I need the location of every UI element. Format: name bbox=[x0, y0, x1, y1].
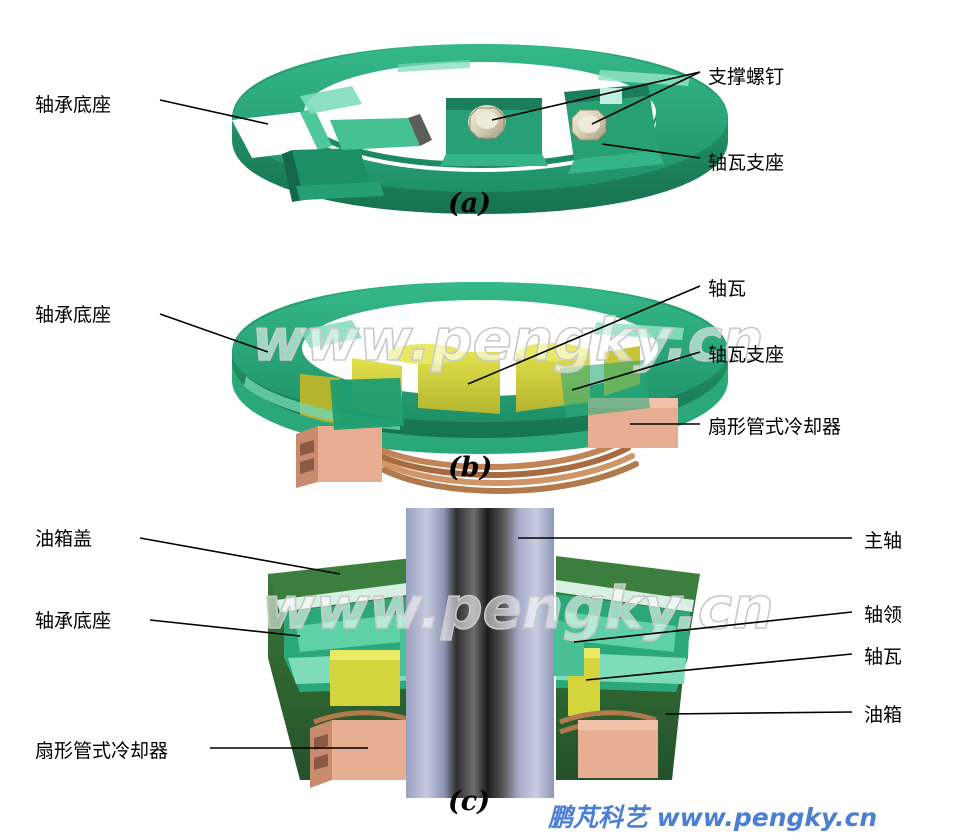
leader-pad-support-a bbox=[601, 143, 701, 159]
label-shaft-collar-c: 轴领 bbox=[864, 604, 903, 626]
ring-gap bbox=[232, 112, 318, 158]
top-highlight-3 bbox=[398, 60, 470, 72]
label-oil-tank-cover-c: 油箱盖 bbox=[35, 528, 93, 550]
label-bearing-pad-c: 轴瓦 bbox=[864, 646, 903, 668]
pad-support-center-foot bbox=[440, 154, 548, 166]
leader-bearing-base-b bbox=[159, 313, 269, 353]
leader-oil-tank-cover-c bbox=[139, 537, 341, 575]
bearing-base-left-hl bbox=[296, 612, 422, 652]
label-bearing-base-a: 轴承底座 bbox=[35, 94, 112, 116]
ring-gap-face bbox=[300, 108, 332, 150]
label-oil-tank-c: 油箱 bbox=[864, 704, 903, 726]
label-bearing-pad-b: 轴瓦 bbox=[708, 278, 747, 300]
pad-top-2 bbox=[387, 344, 463, 364]
site-footer: 鹏芃科艺 www.pengky.cn bbox=[548, 803, 878, 832]
leader-bearing-pad-c bbox=[585, 653, 853, 681]
top-highlight-b1 bbox=[594, 322, 684, 340]
panel-letter-c: (c) bbox=[448, 786, 490, 817]
top-highlight-2 bbox=[598, 70, 690, 86]
leader-bearing-base-c bbox=[149, 619, 301, 637]
leader-pad-support-b bbox=[571, 351, 701, 391]
label-pad-support-a: 轴瓦支座 bbox=[708, 152, 785, 174]
shaft-collar-right bbox=[548, 618, 584, 676]
watermark-c-outline: www.pengky.cn bbox=[262, 574, 774, 642]
label-cooler-b: 扇形管式冷却器 bbox=[708, 416, 842, 438]
label-main-shaft-c: 主轴 bbox=[864, 530, 903, 552]
watermark-c: www.pengky.cn bbox=[262, 574, 774, 642]
copper-coil bbox=[369, 437, 639, 495]
label-pad-support-b: 轴瓦支座 bbox=[708, 344, 785, 366]
oil-tank-cover-left bbox=[268, 556, 430, 600]
bearing-base-right-hl bbox=[566, 612, 676, 652]
cover-edge-right bbox=[556, 580, 694, 612]
bearing-pad-2 bbox=[418, 352, 500, 414]
label-cooler-c: 扇形管式冷却器 bbox=[35, 740, 169, 762]
watermark-b-outline: www.pengky.cn bbox=[252, 306, 764, 374]
leader-bearing-pad-b bbox=[467, 285, 701, 385]
panel-letter-b: (b) bbox=[448, 452, 493, 483]
pad-support-b-left bbox=[330, 378, 404, 430]
panel-c-illustration: www.pengky.cn www.pengky.cn bbox=[139, 508, 853, 798]
left-shelf-end bbox=[408, 114, 432, 146]
support-screw-center bbox=[468, 105, 506, 139]
watermark-b: www.pengky.cn bbox=[252, 306, 764, 374]
leader-shaft-collar-c bbox=[573, 611, 853, 643]
leader-support-screw-a2 bbox=[591, 71, 701, 125]
oil-tank-cover-right bbox=[556, 556, 700, 600]
cooler-left-c bbox=[310, 720, 412, 788]
top-highlight-b2 bbox=[300, 320, 362, 348]
support-screw-right bbox=[571, 109, 607, 141]
cover-edge-left bbox=[276, 580, 430, 612]
panel-a-illustration bbox=[159, 44, 728, 214]
pad-support-right-foot bbox=[568, 150, 664, 174]
cooler-left bbox=[296, 426, 382, 488]
label-support-screw-a: 支撑螺钉 bbox=[708, 66, 785, 88]
pad-support-b-right bbox=[560, 360, 650, 418]
label-bearing-base-b: 轴承底座 bbox=[35, 304, 112, 326]
left-shelf bbox=[330, 118, 420, 150]
left-bracket-foot bbox=[296, 182, 384, 200]
label-bearing-base-c: 轴承底座 bbox=[35, 610, 112, 632]
bearing-pad-left-top bbox=[330, 650, 400, 660]
main-shaft bbox=[406, 508, 554, 798]
panel-b-illustration: www.pengky.cn www.pengky.cn bbox=[159, 282, 764, 495]
leader-bearing-base-a bbox=[159, 99, 269, 125]
panel-letter-a: (a) bbox=[448, 188, 492, 219]
leader-support-screw-a1 bbox=[491, 71, 701, 121]
cooler-right-c bbox=[578, 720, 658, 778]
pad-support-center-top bbox=[446, 98, 542, 110]
top-highlight-1 bbox=[300, 86, 362, 114]
leader-oil-tank-c bbox=[665, 711, 853, 715]
